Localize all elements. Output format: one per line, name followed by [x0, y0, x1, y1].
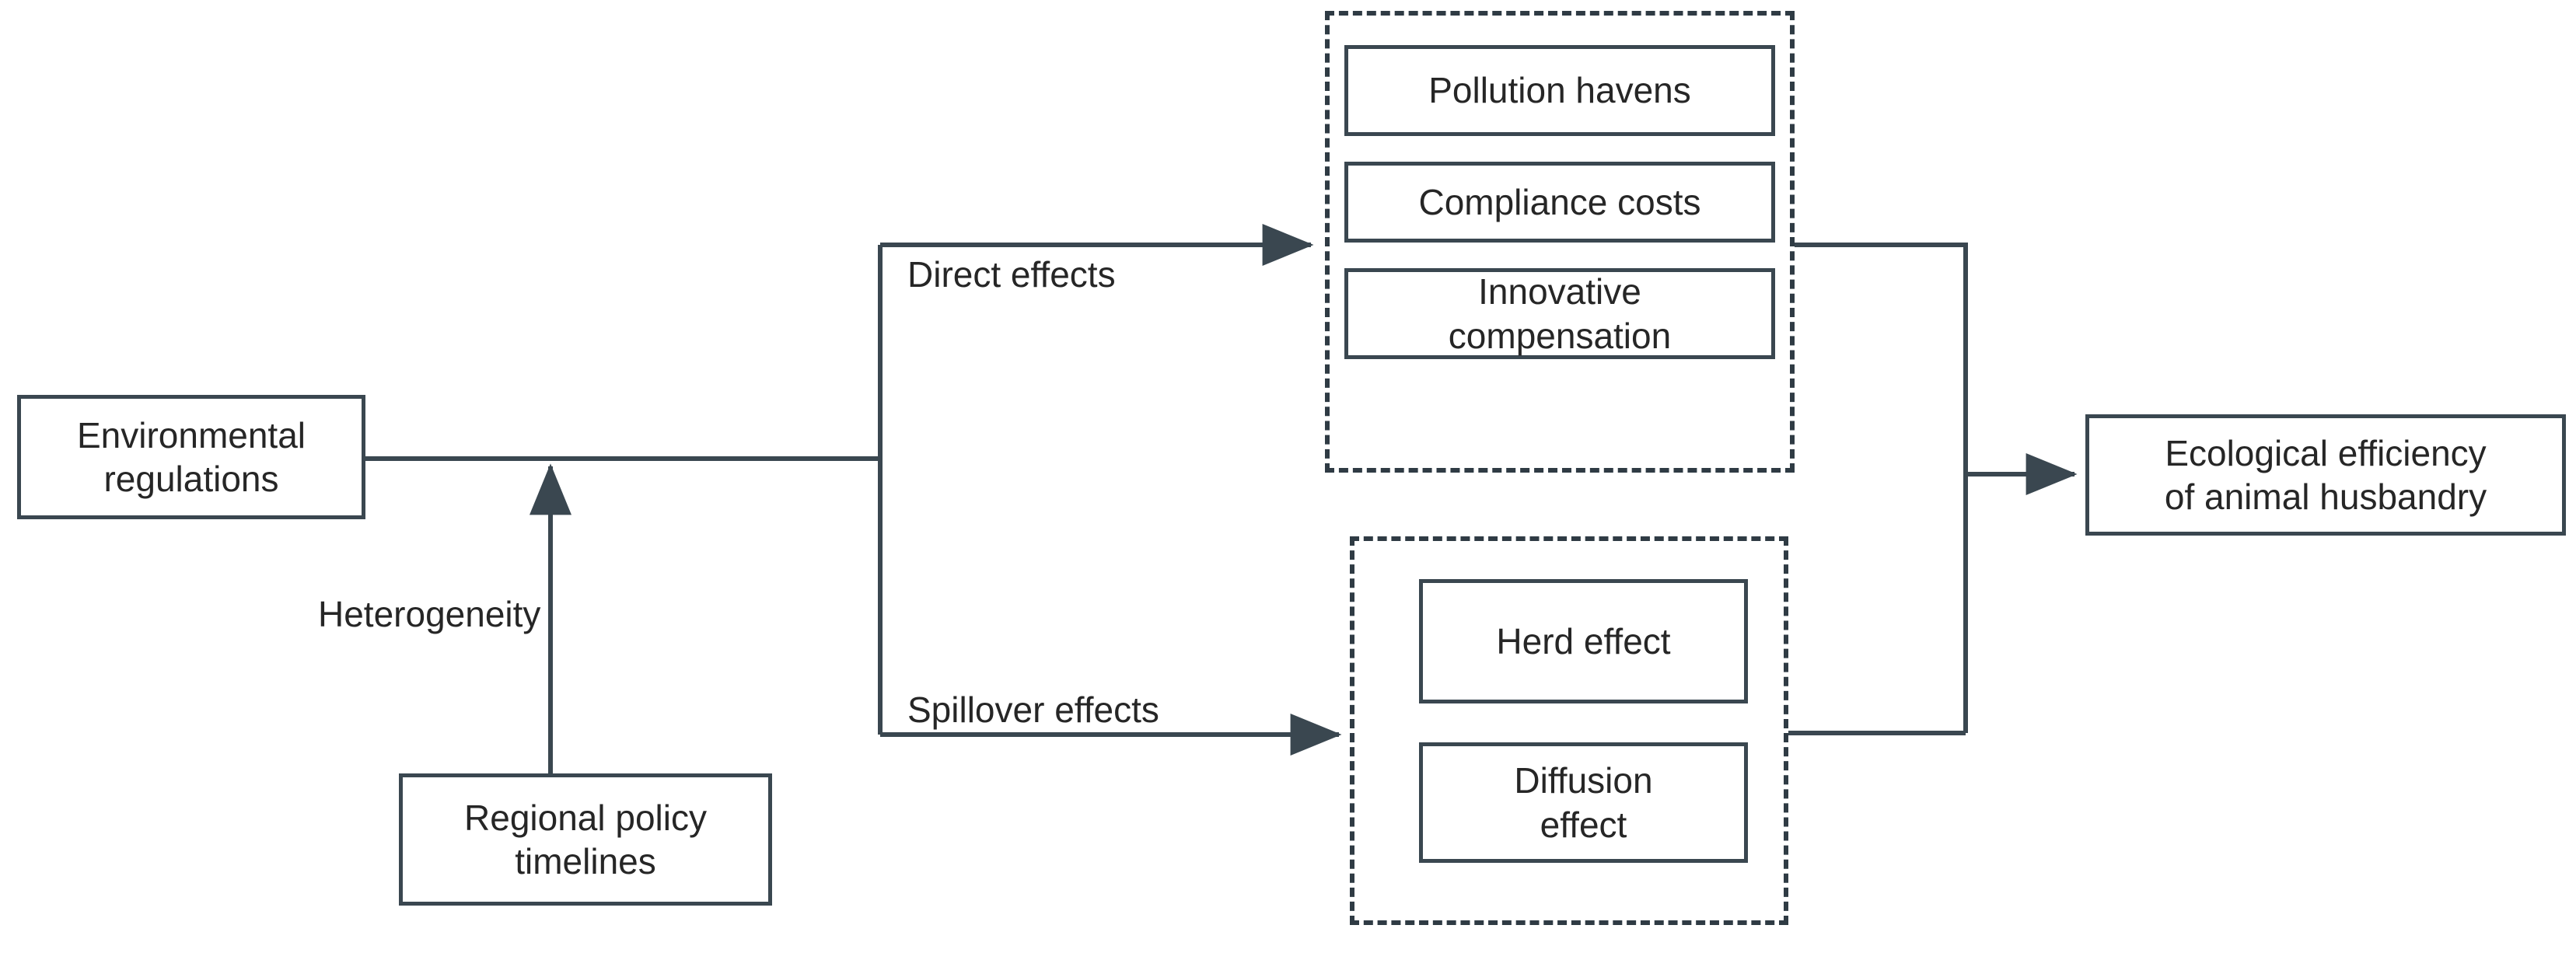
node-environmental-regulations-label: Environmental regulations [76, 414, 306, 499]
node-diffusion-effect-label: Diffusion effect [1514, 760, 1653, 845]
node-innovative-compensation[interactable]: Innovative compensation [1344, 268, 1775, 359]
node-diffusion-effect[interactable]: Diffusion effect [1419, 742, 1748, 863]
node-pollution-havens-label: Pollution havens [1428, 70, 1691, 111]
node-ecological-efficiency-label: Ecological efficiency of animal husbandr… [2164, 432, 2487, 517]
edge-label-heterogeneity: Heterogeneity [318, 594, 541, 634]
node-environmental-regulations[interactable]: Environmental regulations [17, 395, 365, 519]
node-regional-policy-timelines-label: Regional policy timelines [464, 797, 707, 881]
node-regional-policy-timelines[interactable]: Regional policy timelines [399, 773, 772, 906]
edge-direct-group-to-merge [1795, 243, 1968, 733]
direct-effects-group-box [1325, 11, 1795, 473]
node-pollution-havens[interactable]: Pollution havens [1344, 45, 1775, 136]
node-innovative-compensation-label: Innovative compensation [1448, 271, 1672, 356]
node-compliance-costs-label: Compliance costs [1418, 181, 1701, 222]
spillover-effects-group-box [1350, 536, 1788, 925]
node-herd-effect[interactable]: Herd effect [1419, 579, 1748, 703]
node-herd-effect-label: Herd effect [1496, 620, 1671, 662]
edge-label-direct-effects: Direct effects [907, 254, 1116, 295]
node-ecological-efficiency[interactable]: Ecological efficiency of animal husbandr… [2085, 414, 2566, 536]
node-compliance-costs[interactable]: Compliance costs [1344, 162, 1775, 243]
edge-label-spillover-effects: Spillover effects [907, 689, 1159, 730]
